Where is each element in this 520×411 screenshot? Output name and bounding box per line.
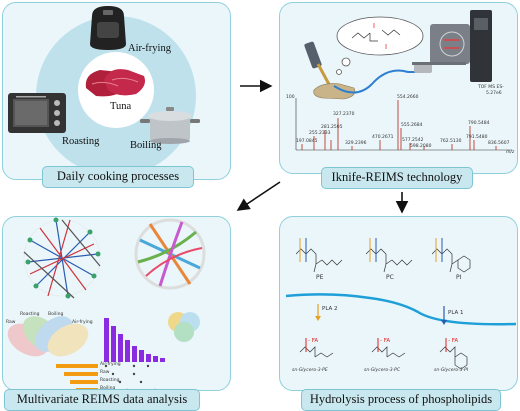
reaction-wave xyxy=(285,293,517,326)
peak-label: 790.5484 xyxy=(468,121,490,126)
venn-diagram xyxy=(7,316,89,357)
roasting-label: Roasting xyxy=(62,136,100,147)
tuna-steak-icon xyxy=(85,69,145,97)
fa-tag: - FA xyxy=(308,338,319,344)
arrow-reims-to-analysis xyxy=(236,181,281,211)
peak-label: 327.2370 xyxy=(333,112,355,117)
peak-label: 197.0845 xyxy=(296,139,318,144)
intersection-bars xyxy=(104,318,165,362)
cooking-illustration xyxy=(8,6,200,176)
network-nodes xyxy=(25,217,101,299)
peak-label: 577.2542 xyxy=(402,138,424,143)
product-label: sn-Glycero-3-PE xyxy=(292,368,328,373)
fa-tag: - FA xyxy=(448,338,459,344)
air-frying-label: Air-frying xyxy=(128,43,171,54)
pla1-arrow xyxy=(441,306,447,325)
peak-label: 598.2080 xyxy=(410,144,432,149)
peak-label: 255.2333 xyxy=(309,131,331,136)
venn-label: Raw xyxy=(6,320,16,325)
peak-label: 836.5607 xyxy=(488,141,510,146)
sample-tube xyxy=(333,69,416,94)
pla2-arrow xyxy=(315,304,321,321)
tuna-sample-icon xyxy=(313,83,356,100)
chord-diagram xyxy=(134,218,206,290)
venn-label: Air-frying xyxy=(72,320,93,325)
oven-icon xyxy=(8,93,66,133)
peak-label: 281.2505 xyxy=(321,125,343,130)
mass-spectrometer-icon xyxy=(412,10,492,82)
analysis-caption: Multivariate REIMS data analysis xyxy=(4,389,200,411)
venn-label: Roasting xyxy=(20,312,40,317)
fa-tag: - FA xyxy=(380,338,391,344)
spectrum-y-tick: 100 xyxy=(286,95,295,100)
peak-label: 555.2684 xyxy=(401,123,423,128)
bar-label: Raw xyxy=(100,370,110,375)
product-label: sn-Glycero-3-PI xyxy=(434,368,469,373)
three-set-venn xyxy=(168,312,200,342)
product-label: sn-Glycero-3-PC xyxy=(364,368,401,373)
spectrum-peaks xyxy=(301,100,497,150)
cooking-caption: Daily cooking processes xyxy=(42,166,194,188)
hydrolysis-illustration xyxy=(285,238,517,370)
spectrum-x-label: m/z xyxy=(506,150,515,155)
bar-label: Roasting xyxy=(100,378,120,383)
analysis-illustration xyxy=(7,217,206,392)
red-cut-marks xyxy=(305,338,447,352)
product-structures xyxy=(299,346,468,370)
venn-label: Boiling xyxy=(48,312,64,317)
bar-label: Air-frying xyxy=(100,362,121,367)
cleavage-marks xyxy=(299,238,443,262)
enzyme-label-pla1: PLA 1 xyxy=(448,310,464,316)
enzyme-label-pla2: PLA 2 xyxy=(322,306,338,312)
hydrolysis-caption: Hydrolysis process of phospholipids xyxy=(301,389,501,411)
class-label-pi: PI xyxy=(456,274,462,281)
peak-label: 554.2660 xyxy=(397,95,419,100)
reims-caption: Iknife-REIMS technology xyxy=(321,167,473,189)
peak-label: 791.5480 xyxy=(466,135,488,140)
boiling-label: Boiling xyxy=(130,140,162,151)
reims-illustration xyxy=(295,10,512,151)
class-label-pc: PC xyxy=(386,274,394,281)
pot-icon xyxy=(140,107,200,144)
intensity-label: 5.27e6 xyxy=(486,91,502,96)
peak-label: 762.5130 xyxy=(440,139,462,144)
mass-spectrum xyxy=(295,98,512,151)
tuna-label: Tuna xyxy=(110,101,132,112)
peak-label: 470.2671 xyxy=(372,135,394,140)
instrument-label: TOF MS ES- xyxy=(478,85,504,90)
peak-label: 329.2396 xyxy=(345,141,367,146)
network-graph xyxy=(23,219,101,299)
bar-label: Boiling xyxy=(100,386,115,391)
class-label-pe: PE xyxy=(316,274,324,281)
molecule-thought-bubble xyxy=(336,16,424,75)
air-fryer-icon xyxy=(90,6,126,50)
